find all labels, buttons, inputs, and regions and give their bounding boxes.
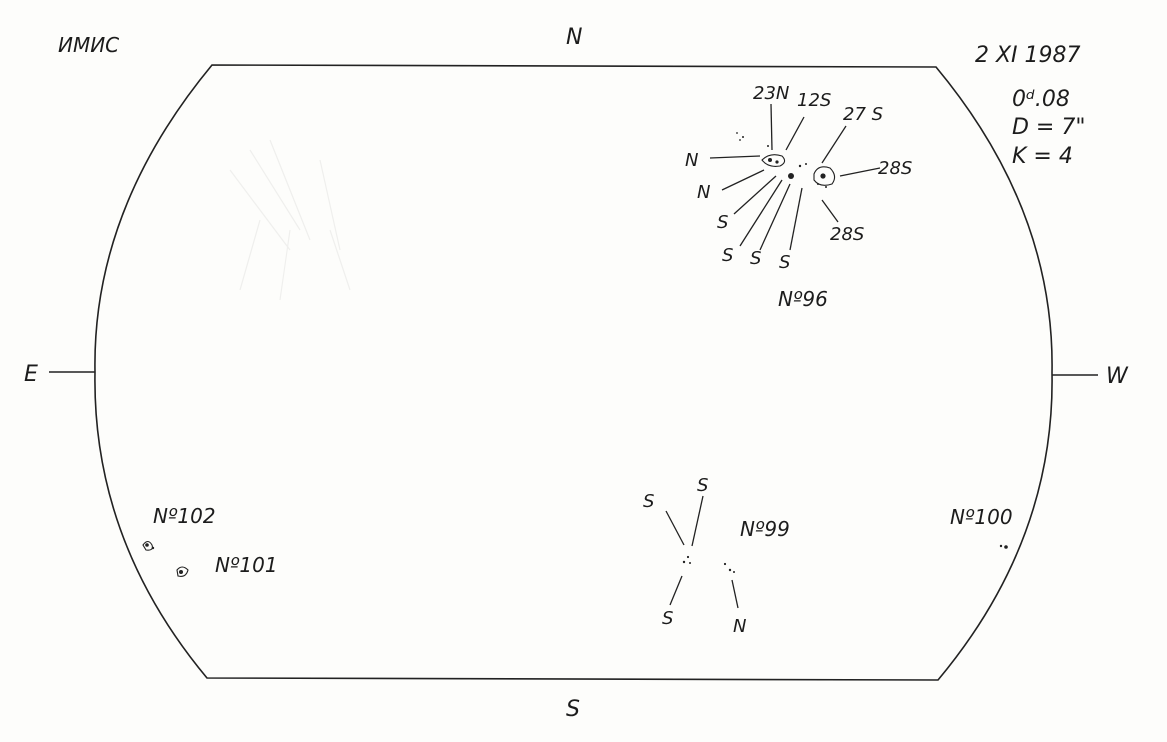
diameter-label: D = 7" (1012, 115, 1085, 140)
g99-name: Nº99 (740, 517, 790, 541)
g96-label-n1: N (685, 150, 698, 171)
g99-label-s3: S (662, 608, 673, 629)
g99-label-s1: S (643, 491, 654, 512)
west-label: W (1106, 364, 1129, 389)
g96-label-27s: 27 S (843, 104, 883, 125)
g96-label-28s-lower: 28S (830, 224, 864, 245)
group-96-spots (736, 132, 836, 188)
observatory-label: ИМИС (58, 33, 119, 57)
g96-label-n2: N (697, 182, 710, 203)
g96-label-28s-upper: 28S (878, 158, 912, 179)
g99-label-n: N (733, 616, 746, 637)
g101-name: Nº101 (215, 553, 278, 577)
g96-label-23n: 23N (753, 83, 789, 104)
group-101: Nº101 (176, 553, 278, 577)
group-96: 23N 12S 27 S 28S 28S N N S S S S Nº96 (685, 83, 912, 311)
g96-label-s4: S (779, 252, 790, 273)
k-label: K = 4 (1012, 144, 1073, 169)
group-99: S S S N Nº99 (643, 475, 790, 637)
time-label: 0ᵈ.08 (1012, 87, 1070, 112)
group-102: Nº102 (142, 504, 216, 551)
g96-label-s1: S (717, 212, 728, 233)
group-100: Nº100 (950, 505, 1013, 549)
group-99-spots (682, 555, 735, 573)
disk-outline (94, 64, 1053, 681)
g96-label-s2: S (722, 245, 733, 266)
ghost-show-through (229, 139, 351, 301)
g96-label-12s: 12S (797, 90, 831, 111)
g96-name: Nº96 (778, 287, 828, 311)
g100-name: Nº100 (950, 505, 1013, 529)
south-label: S (566, 697, 580, 722)
g102-name: Nº102 (153, 504, 216, 528)
g99-label-s2: S (697, 475, 708, 496)
g96-label-s3: S (750, 248, 761, 269)
north-label: N (566, 25, 582, 50)
east-label: E (24, 362, 38, 387)
date-label: 2 XI 1987 (975, 43, 1081, 68)
